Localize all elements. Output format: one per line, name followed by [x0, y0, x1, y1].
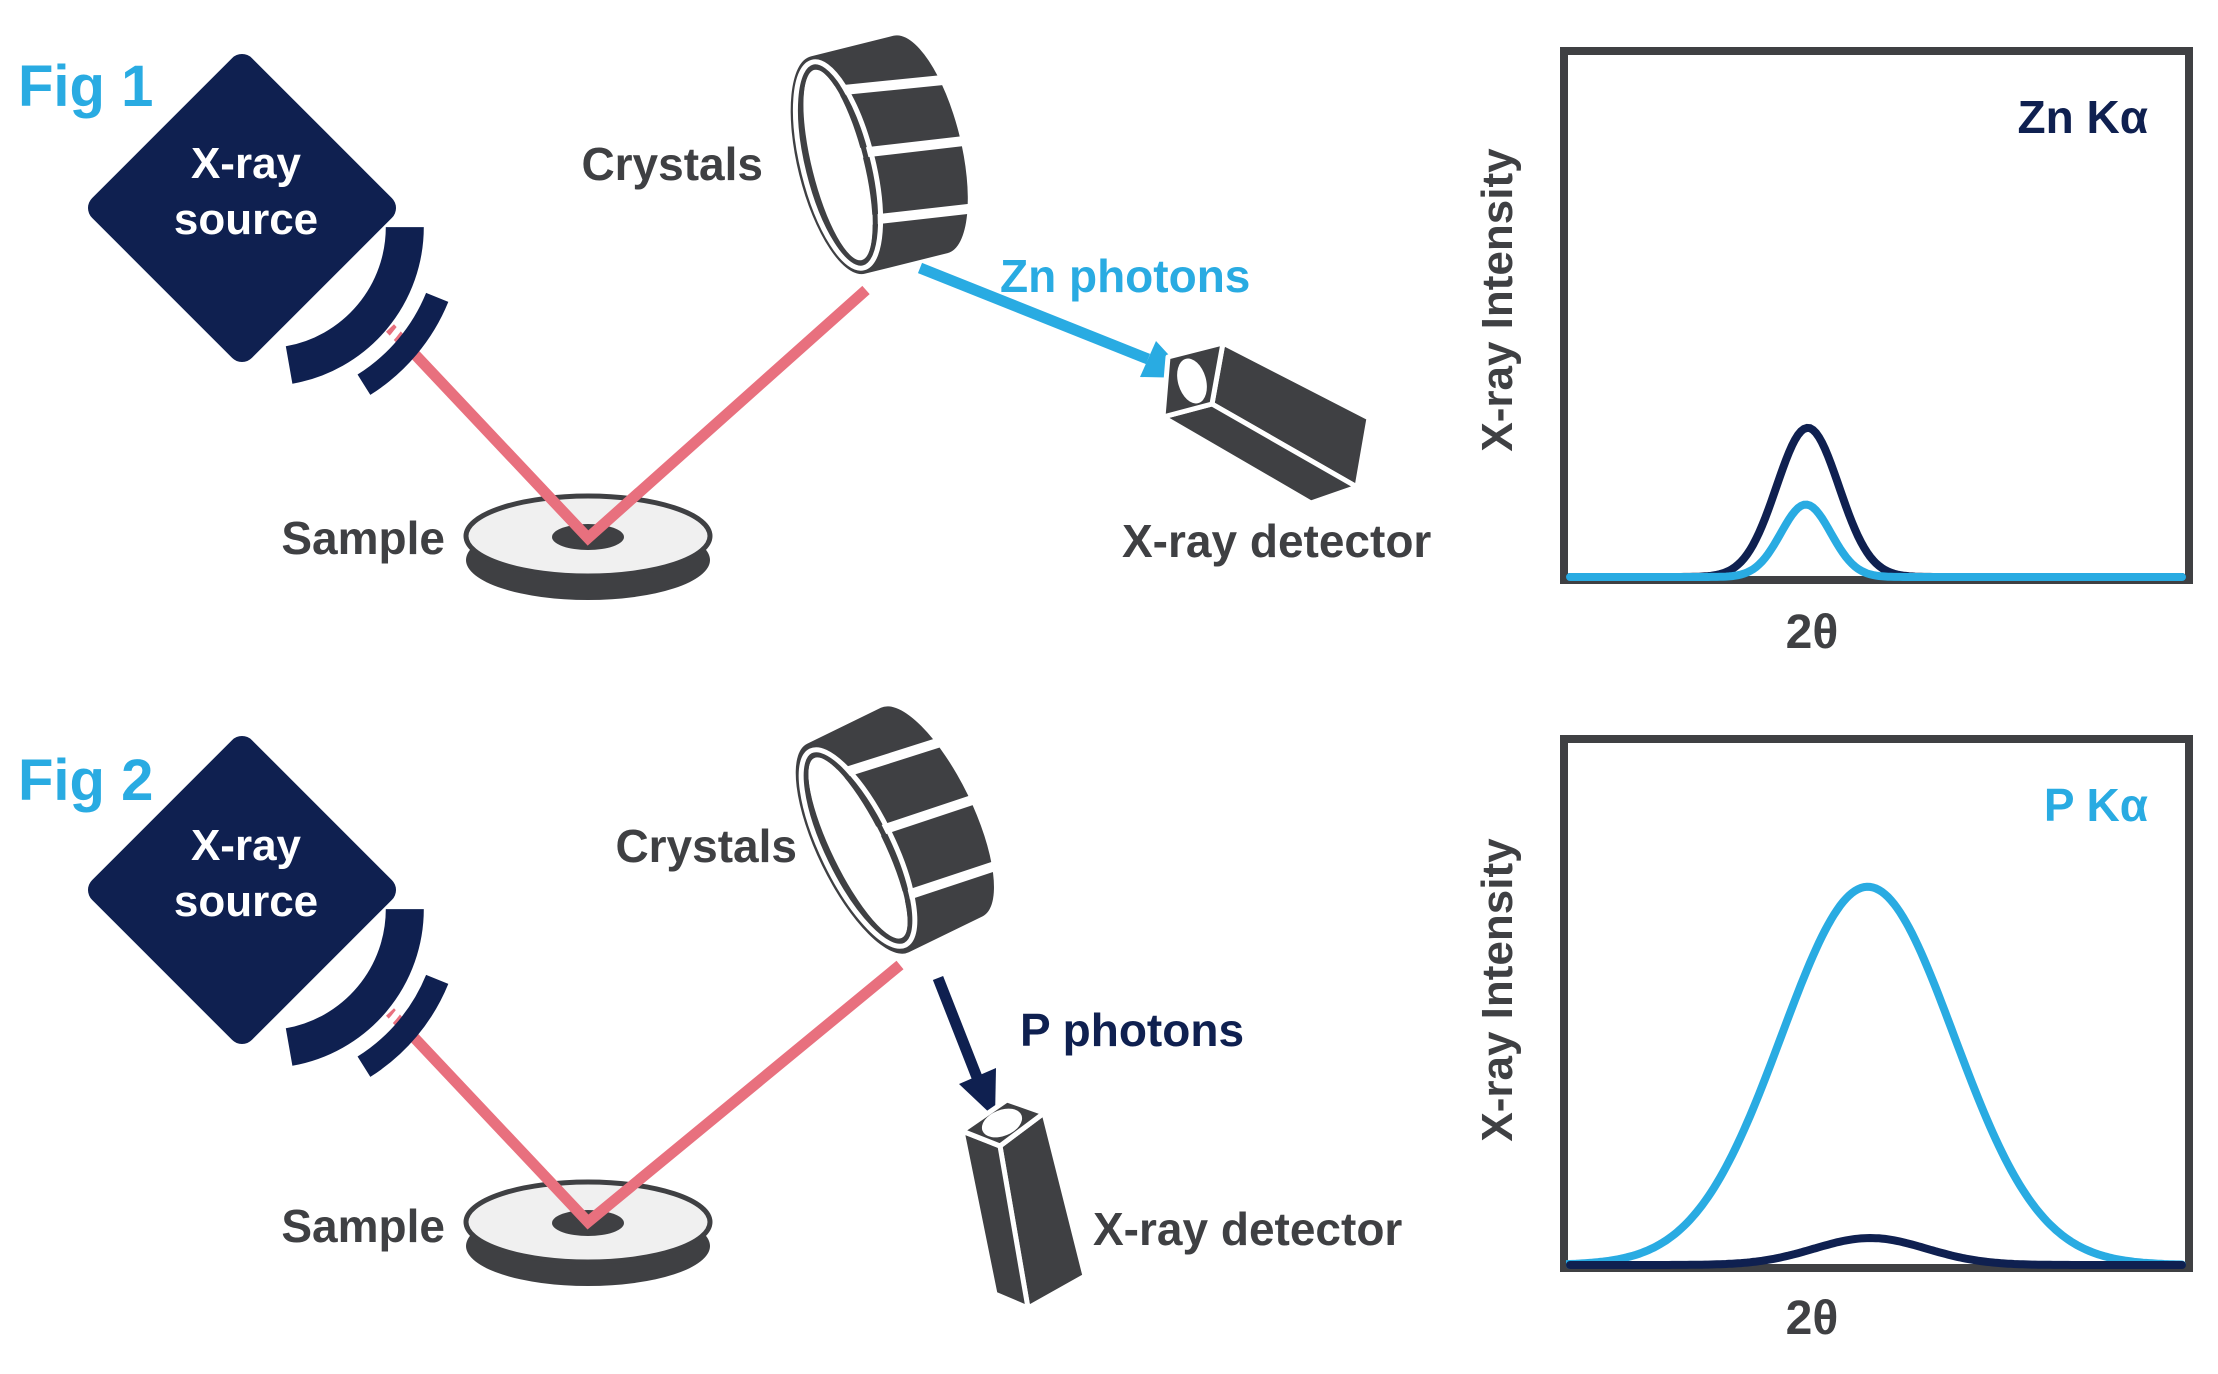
sample-label: Sample — [281, 512, 445, 564]
crystals-icon — [790, 35, 984, 275]
chart-curve-blue — [1566, 882, 2186, 1269]
chart-frame — [1560, 735, 2193, 1272]
chart-curve-blue — [1566, 500, 2186, 581]
source-label-line1: X-ray — [191, 139, 302, 188]
sample-label: Sample — [281, 1200, 445, 1252]
xray-source-icon — [87, 735, 449, 1077]
source-label-line2: source — [174, 195, 318, 244]
xray-source-icon — [87, 53, 449, 395]
crystals-label: Crystals — [581, 138, 763, 190]
detector-label: X-ray detector — [1093, 1203, 1402, 1255]
detector-label: X-ray detector — [1122, 515, 1431, 567]
photons-label: Zn photons — [1000, 250, 1250, 302]
crystals-label: Crystals — [615, 820, 797, 872]
source-lens-arcs — [285, 908, 449, 1077]
photon-arrow-navy — [932, 975, 996, 1118]
xray-beam — [385, 285, 870, 546]
figure-1: Fig 1 X-ray source — [18, 35, 2193, 659]
xray-detector-icon — [959, 1097, 1088, 1311]
chart-corner-label: Zn Kα — [2018, 91, 2148, 143]
sample-disk-icon — [463, 1179, 713, 1286]
figure-2: Fig 2 X-ray source — [18, 706, 2193, 1345]
x-axis-label: 2θ — [1786, 606, 1839, 659]
source-label-line1: X-ray — [191, 821, 302, 870]
y-axis-label: X-ray Intensity — [1473, 838, 1522, 1142]
xray-detector-icon — [1160, 340, 1372, 506]
sample-disk-icon — [463, 493, 713, 600]
source-lens-arcs — [285, 226, 449, 395]
x-axis-label: 2θ — [1786, 1292, 1839, 1345]
xray-beam — [385, 960, 904, 1230]
detector-aperture — [1177, 358, 1207, 404]
chart-curve-navy — [1566, 1233, 2186, 1269]
chart-frame — [1560, 47, 2193, 584]
chart-fig1: Zn Kα X-ray Intensity 2θ — [1473, 47, 2193, 659]
fig2-label: Fig 2 — [18, 748, 153, 813]
chart-corner-label: P Kα — [2044, 779, 2148, 831]
fig1-label: Fig 1 — [18, 54, 153, 119]
source-label-line2: source — [174, 877, 318, 926]
chart-fig2: P Kα X-ray Intensity 2θ — [1473, 735, 2193, 1345]
detector-aperture — [981, 1108, 1023, 1138]
y-axis-label: X-ray Intensity — [1473, 148, 1522, 452]
photons-label: P photons — [1020, 1004, 1244, 1056]
crystals-icon — [795, 706, 1009, 954]
